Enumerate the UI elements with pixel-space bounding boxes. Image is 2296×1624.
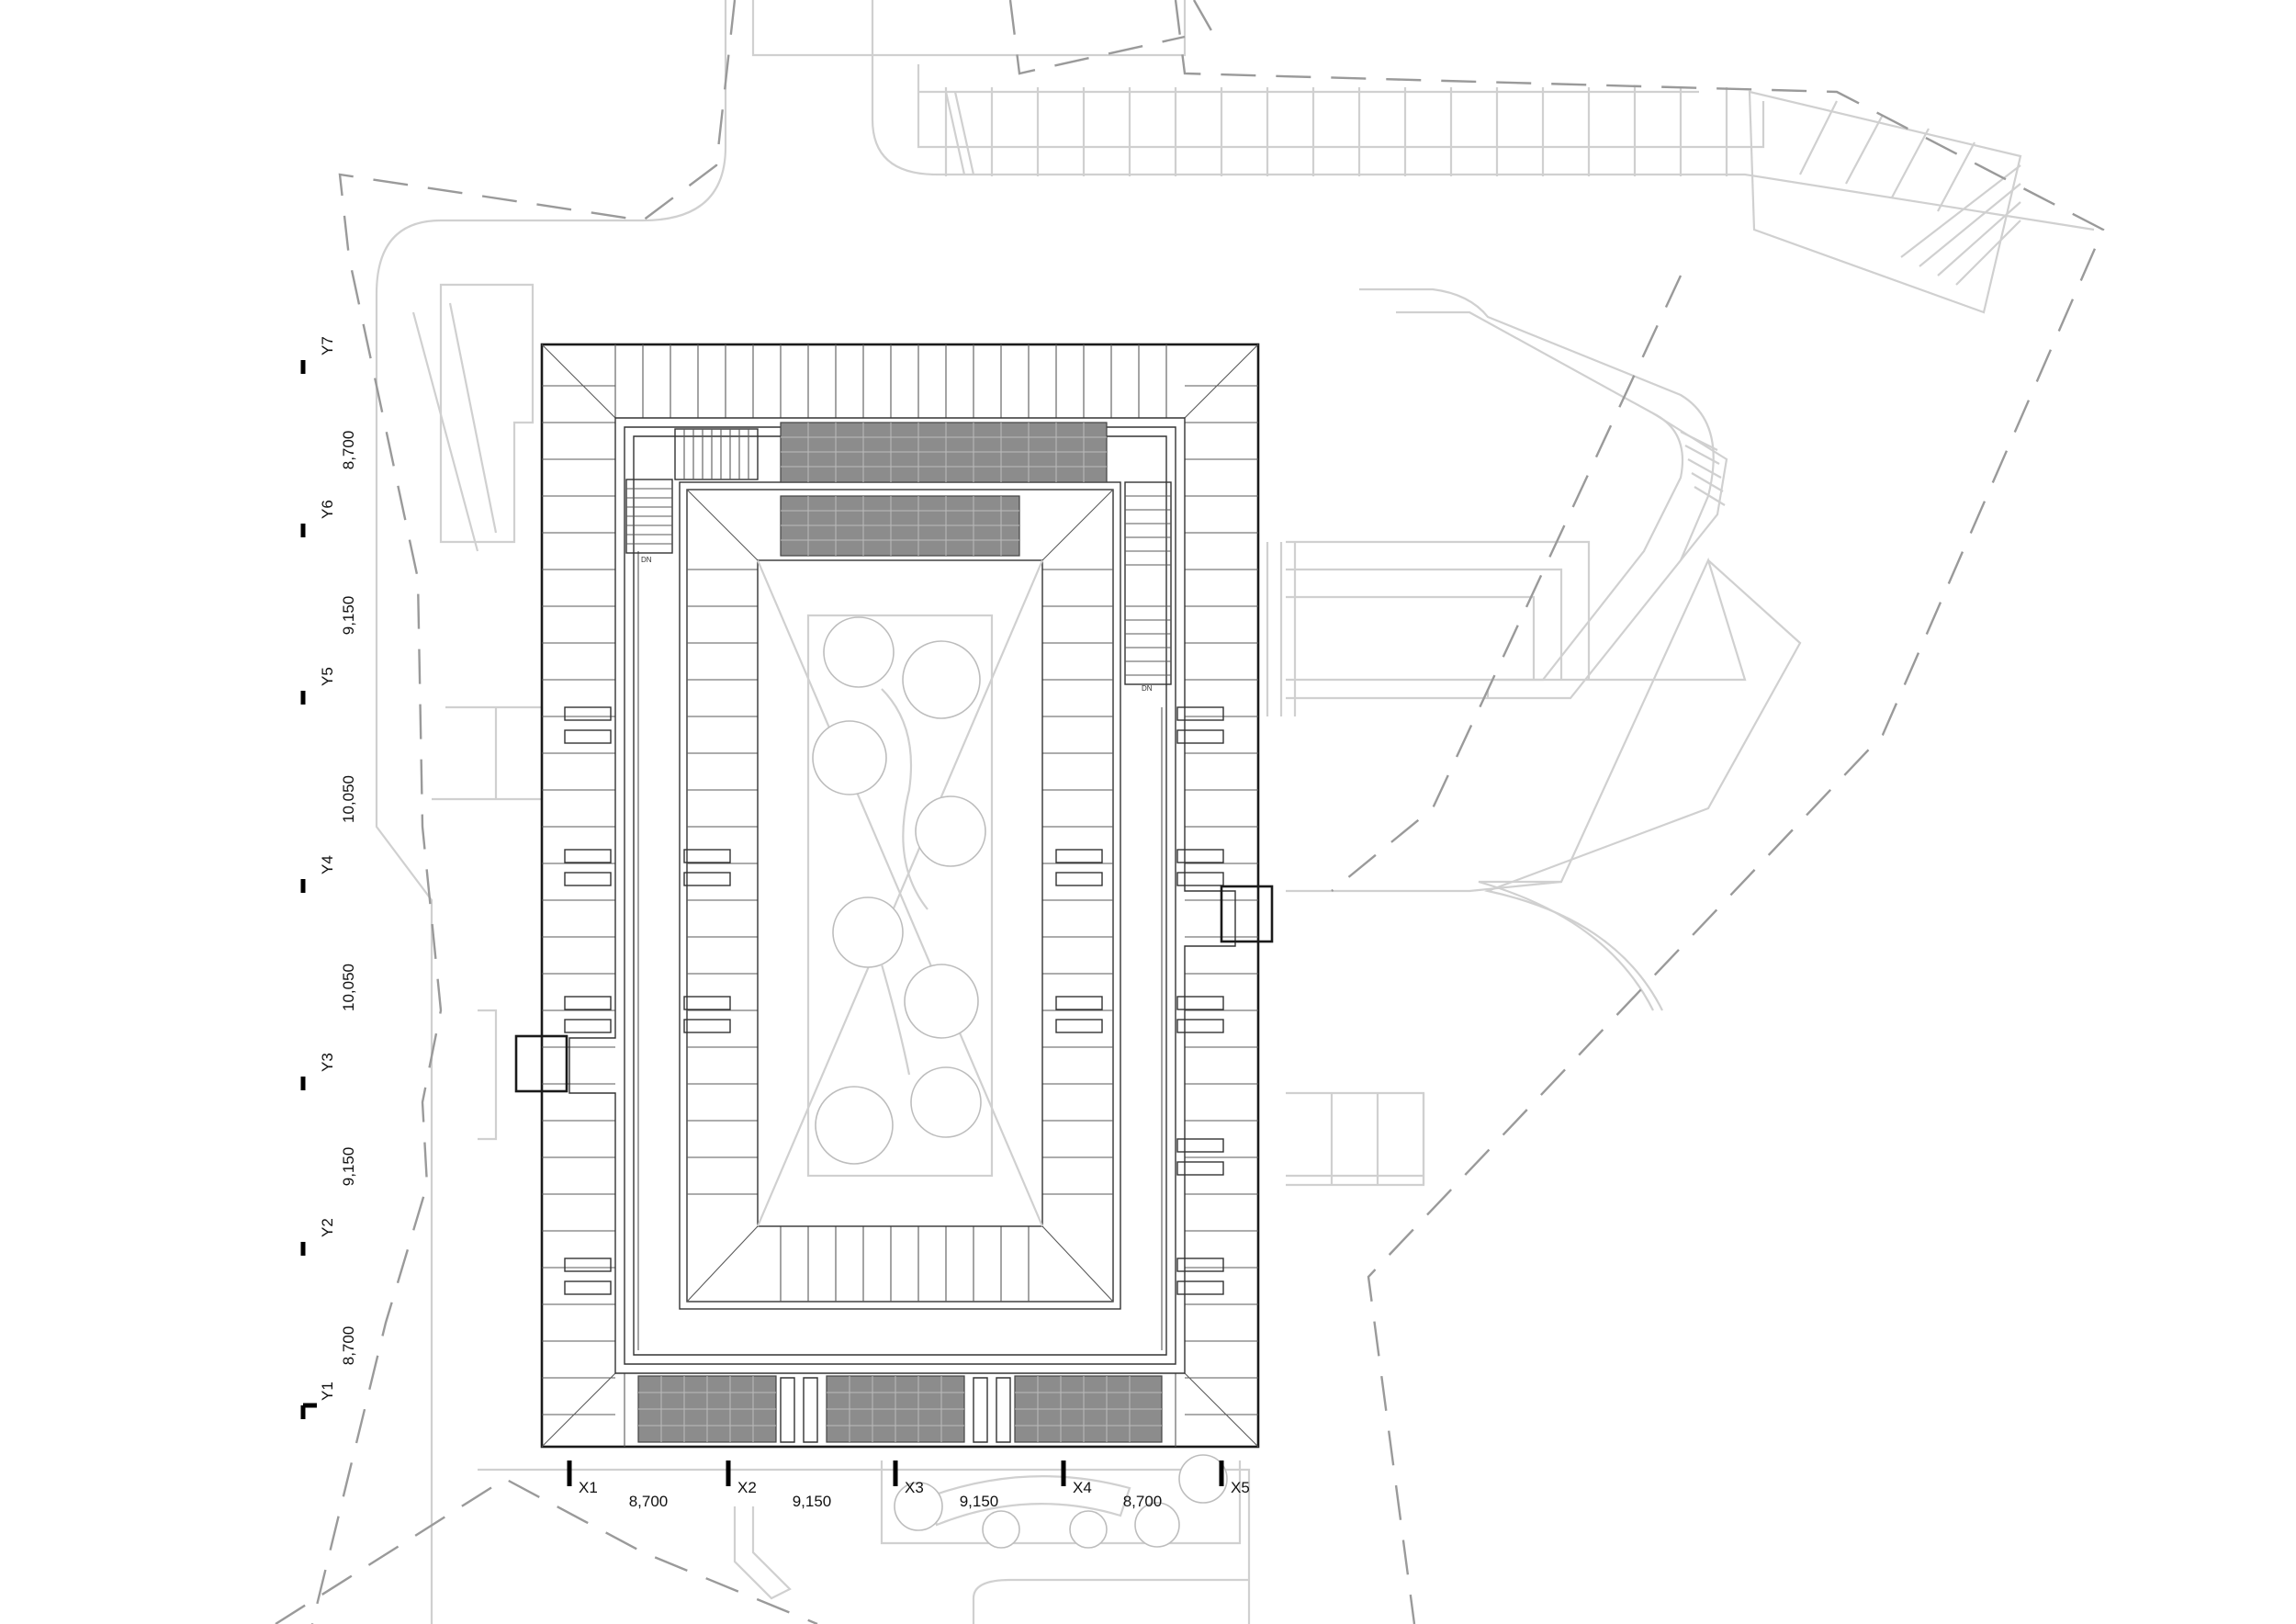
grid-label-y5: Y5 <box>319 667 336 686</box>
grid-spacing-y1-y2: 8,700 <box>340 1326 357 1366</box>
grid-spacing-y2-y3: 9,150 <box>340 1147 357 1187</box>
stair-north-east: DN <box>1124 481 1172 693</box>
parking-stalls-top <box>944 87 2022 314</box>
courtyard-trees <box>812 616 986 1165</box>
outer-roof-seams <box>541 344 1259 1448</box>
building: DN DN <box>514 343 1274 1449</box>
grid-label-y6: Y6 <box>319 500 336 519</box>
grid-label-y7: Y7 <box>319 336 336 355</box>
stair-label: DN <box>641 556 652 564</box>
grid-label-x4: X4 <box>1073 1479 1092 1496</box>
site-boundary <box>275 0 2105 1624</box>
courtyard <box>757 559 1043 1227</box>
grid-x: X1 X2 X3 X4 X5 8,700 9,150 9,150 8,700 <box>567 1460 1250 1510</box>
grid-spacing-x4-x5: 8,700 <box>1123 1493 1163 1510</box>
grid-y: Y1 Y2 Y3 Y4 Y5 Y6 Y7 8,700 9,150 10,050 … <box>300 336 357 1419</box>
solar-panels <box>637 422 1163 1443</box>
grid-spacing-x3-x4: 9,150 <box>960 1493 999 1510</box>
outer-roof <box>540 343 1260 1449</box>
grid-label-x5: X5 <box>1231 1479 1250 1496</box>
grid-label-y3: Y3 <box>319 1053 336 1072</box>
bridge-connector-west <box>514 1034 568 1093</box>
grid-spacing-x1-x2: 8,700 <box>629 1493 669 1510</box>
grid-label-x2: X2 <box>737 1479 757 1496</box>
grid-label-y4: Y4 <box>319 855 336 874</box>
grid-spacing-y6-y7: 8,700 <box>340 431 357 470</box>
grid-spacing-y5-y6: 9,150 <box>340 596 357 636</box>
stair-north-west: DN <box>625 428 759 564</box>
grid-label-x3: X3 <box>905 1479 924 1496</box>
inner-roof-seams <box>686 489 1114 1303</box>
grid-spacing-y3-y4: 10,050 <box>340 964 357 1011</box>
grid-spacing-y4-y5: 10,050 <box>340 775 357 823</box>
roof-vents <box>564 706 1224 1295</box>
grid-label-y1: Y1 <box>319 1382 336 1401</box>
grid-spacing-x2-x3: 9,150 <box>793 1493 832 1510</box>
grid-label-y2: Y2 <box>319 1218 336 1237</box>
bridge-connector-east <box>1220 885 1274 943</box>
courtyard-lawn <box>806 614 994 1178</box>
grid-label-x1: X1 <box>579 1479 598 1496</box>
stair-label: DN <box>1142 684 1153 693</box>
